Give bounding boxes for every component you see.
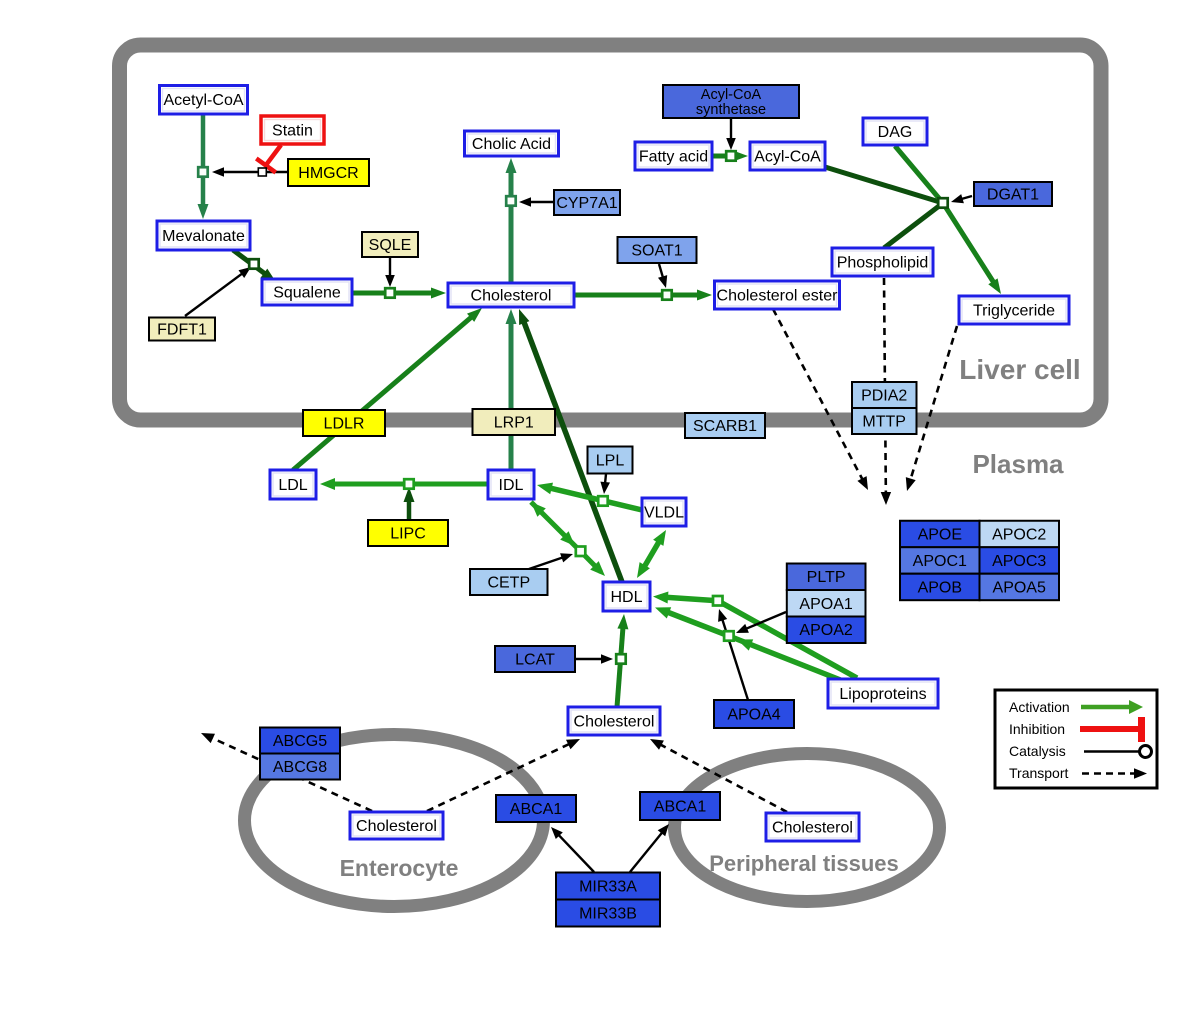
svg-text:LPL: LPL bbox=[596, 453, 625, 470]
svg-text:LRP1: LRP1 bbox=[494, 415, 534, 432]
svg-text:Cholesterol ester: Cholesterol ester bbox=[717, 288, 839, 305]
svg-text:Cholic Acid: Cholic Acid bbox=[472, 136, 551, 153]
svg-text:APOA4: APOA4 bbox=[727, 707, 780, 724]
svg-text:Cholesterol: Cholesterol bbox=[471, 288, 552, 305]
svg-text:Acyl-CoA: Acyl-CoA bbox=[754, 149, 821, 166]
svg-text:Catalysis: Catalysis bbox=[1009, 743, 1066, 759]
svg-text:ABCA1: ABCA1 bbox=[654, 799, 707, 816]
svg-text:APOA2: APOA2 bbox=[799, 622, 852, 639]
svg-text:SOAT1: SOAT1 bbox=[631, 243, 682, 260]
svg-text:APOC1: APOC1 bbox=[913, 553, 967, 570]
svg-text:DGAT1: DGAT1 bbox=[987, 187, 1039, 204]
svg-text:Enterocyte: Enterocyte bbox=[340, 855, 459, 881]
svg-text:SQLE: SQLE bbox=[369, 237, 412, 254]
svg-text:CYP7A1: CYP7A1 bbox=[556, 195, 617, 212]
svg-text:HDL: HDL bbox=[610, 589, 642, 606]
svg-text:APOA5: APOA5 bbox=[993, 580, 1046, 597]
svg-text:Fatty acid: Fatty acid bbox=[639, 149, 708, 166]
svg-text:APOC2: APOC2 bbox=[992, 527, 1046, 544]
svg-text:SCARB1: SCARB1 bbox=[693, 418, 757, 435]
svg-text:Acyl-CoA: Acyl-CoA bbox=[701, 87, 762, 103]
svg-text:Peripheral tissues: Peripheral tissues bbox=[709, 851, 899, 876]
svg-text:DAG: DAG bbox=[878, 124, 913, 141]
svg-text:Triglyceride: Triglyceride bbox=[973, 303, 1055, 320]
svg-text:PDIA2: PDIA2 bbox=[861, 388, 907, 405]
svg-text:Statin: Statin bbox=[272, 123, 313, 140]
svg-text:Squalene: Squalene bbox=[273, 285, 341, 302]
svg-text:PLTP: PLTP bbox=[807, 569, 846, 586]
svg-text:Cholesterol: Cholesterol bbox=[356, 818, 437, 835]
svg-text:LCAT: LCAT bbox=[515, 652, 555, 669]
svg-text:LDL: LDL bbox=[278, 477, 307, 494]
svg-text:FDFT1: FDFT1 bbox=[157, 322, 207, 339]
svg-text:LIPC: LIPC bbox=[390, 526, 426, 543]
svg-text:ABCG8: ABCG8 bbox=[273, 759, 327, 776]
svg-text:APOA1: APOA1 bbox=[799, 596, 852, 613]
svg-text:Inhibition: Inhibition bbox=[1009, 721, 1065, 737]
svg-text:ABCA1: ABCA1 bbox=[510, 801, 563, 818]
svg-text:MIR33A: MIR33A bbox=[579, 879, 637, 896]
svg-text:Lipoproteins: Lipoproteins bbox=[839, 686, 926, 703]
svg-text:APOC3: APOC3 bbox=[992, 553, 1046, 570]
svg-text:Cholesterol: Cholesterol bbox=[772, 820, 853, 837]
svg-text:MIR33B: MIR33B bbox=[579, 906, 637, 923]
svg-text:Cholesterol: Cholesterol bbox=[574, 714, 655, 731]
svg-text:APOB: APOB bbox=[918, 580, 962, 597]
svg-text:ABCG5: ABCG5 bbox=[273, 733, 327, 750]
svg-text:VLDL: VLDL bbox=[644, 505, 684, 522]
svg-text:LDLR: LDLR bbox=[324, 416, 365, 433]
svg-text:Acetyl-CoA: Acetyl-CoA bbox=[163, 92, 243, 109]
svg-text:Mevalonate: Mevalonate bbox=[162, 228, 245, 245]
svg-text:IDL: IDL bbox=[499, 477, 524, 494]
svg-text:HMGCR: HMGCR bbox=[298, 165, 358, 182]
svg-text:Liver cell: Liver cell bbox=[959, 354, 1080, 385]
svg-text:CETP: CETP bbox=[487, 575, 530, 592]
svg-text:Phospholipid: Phospholipid bbox=[837, 255, 929, 272]
svg-text:Transport: Transport bbox=[1009, 765, 1069, 781]
svg-text:APOE: APOE bbox=[918, 527, 962, 544]
svg-text:MTTP: MTTP bbox=[862, 414, 906, 431]
svg-text:Activation: Activation bbox=[1009, 699, 1070, 715]
svg-text:Plasma: Plasma bbox=[972, 449, 1064, 479]
svg-text:synthetase: synthetase bbox=[696, 102, 766, 118]
